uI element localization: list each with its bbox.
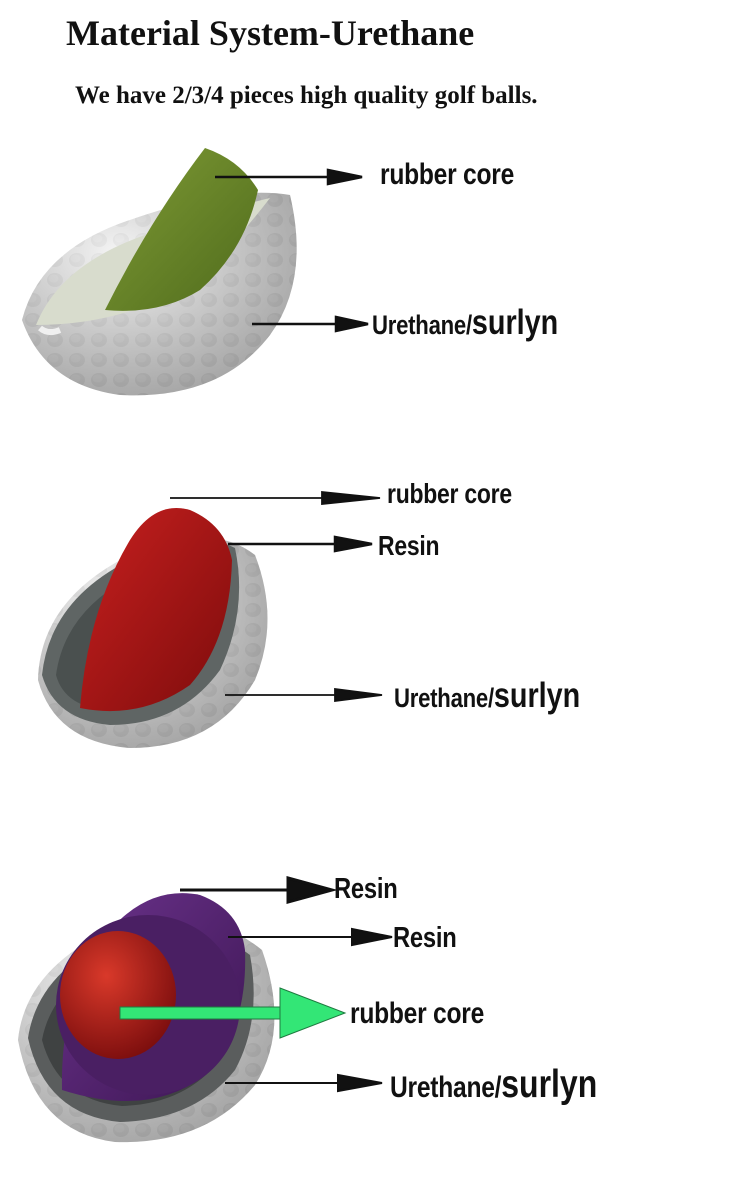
page-title: Material System-Urethane (66, 13, 475, 53)
rubber-core-shape (105, 148, 258, 311)
label-rubber-core-1: rubber core (380, 158, 515, 191)
arrow-resin-outer (180, 876, 338, 904)
two-piece-ball-diagram (22, 148, 369, 396)
label-resin-2: Resin (378, 530, 440, 561)
rubber-core-shape (60, 931, 176, 1059)
four-piece-ball-diagram (18, 876, 393, 1143)
label-cover-1: Urethane/surlyn (372, 303, 559, 342)
three-piece-ball-diagram (38, 491, 383, 748)
arrow-cover (225, 1073, 383, 1093)
label-rubber-core-2: rubber core (387, 478, 512, 509)
label-resin-inner-3: Resin (393, 922, 457, 954)
label-resin-outer-3: Resin (334, 873, 398, 905)
rubber-core-shape (80, 508, 232, 712)
label-rubber-core-3: rubber core (350, 997, 485, 1030)
arrow-rubber-core (215, 168, 363, 186)
arrow-cover (225, 687, 383, 703)
label-cover-2: Urethane/surlyn (394, 676, 581, 715)
arrow-rubber-core (170, 491, 381, 505)
page-subtitle: We have 2/3/4 pieces high quality golf b… (75, 82, 538, 109)
arrow-rubber-core-green (119, 987, 347, 1039)
arrow-resin (228, 535, 373, 553)
arrow-cover (252, 315, 369, 333)
label-cover-3: Urethane/surlyn (390, 1063, 598, 1106)
arrow-resin-inner (228, 927, 393, 947)
